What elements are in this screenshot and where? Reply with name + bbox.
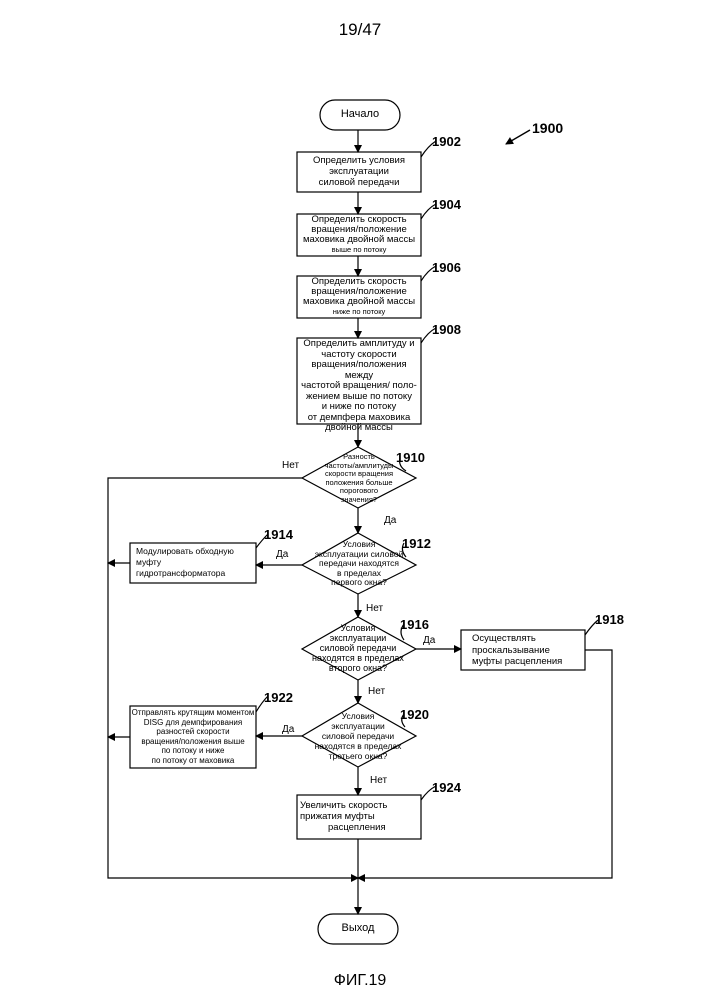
- ref-1908: 1908: [432, 322, 461, 337]
- step-1914-text: Модулировать обходнуюмуфтугидротрансформ…: [136, 546, 256, 579]
- edge-1916-yes: Да: [423, 635, 435, 646]
- ref-1924: 1924: [432, 780, 461, 795]
- ref-1922: 1922: [264, 690, 293, 705]
- edge-1912-yes: Да: [276, 549, 288, 560]
- step-1908-text: Определить амплитуду ичастоту скоростивр…: [297, 339, 421, 434]
- edge-1910-yes: Да: [384, 515, 396, 526]
- step-1904-text: Определить скоростьвращения/положениемах…: [297, 215, 421, 255]
- step-1918-text: Осуществлятьпроскальзываниемуфты расцепл…: [472, 633, 582, 668]
- edge-1912-no: Нет: [366, 603, 383, 614]
- ref-1912: 1912: [402, 536, 431, 551]
- decision-1910-text: Разностьчастоты/амплитудыскорости вращен…: [314, 453, 404, 504]
- step-1922-text: Отправлять крутящим моментомDISG для дем…: [130, 708, 256, 766]
- start-label: Начало: [320, 109, 400, 120]
- step-1902-text: Определить условияэксплуатациисиловой пе…: [297, 155, 421, 188]
- edge-1920-yes: Да: [282, 724, 294, 735]
- ref-1906: 1906: [432, 260, 461, 275]
- edge-1916-no: Нет: [368, 686, 385, 697]
- ref-1918: 1918: [595, 612, 624, 627]
- ref-1904: 1904: [432, 197, 461, 212]
- ref-1914: 1914: [264, 527, 293, 542]
- ref-1920: 1920: [400, 707, 429, 722]
- step-1906-text: Определить скоростьвращения/положениемах…: [297, 277, 421, 317]
- ref-1910: 1910: [396, 450, 425, 465]
- ref-1916: 1916: [400, 617, 429, 632]
- edge-1910-no: Нет: [282, 460, 299, 471]
- edge-1920-no: Нет: [370, 775, 387, 786]
- ref-1902: 1902: [432, 134, 461, 149]
- decision-1916-text: Условияэксплуатациисиловой передачинаход…: [308, 623, 408, 673]
- end-label: Выход: [318, 923, 398, 934]
- decision-1920-text: Условияэксплуатациисиловой передачинаход…: [308, 711, 408, 761]
- decision-1912-text: Условияэксплуатации силовойпередачи нахо…: [306, 540, 412, 588]
- figure-caption: ФИГ.19: [0, 972, 720, 990]
- figure-ref-label: 1900: [532, 120, 563, 136]
- step-1924-text: Увеличить скоростьприжатия муфтырасцепле…: [300, 800, 418, 833]
